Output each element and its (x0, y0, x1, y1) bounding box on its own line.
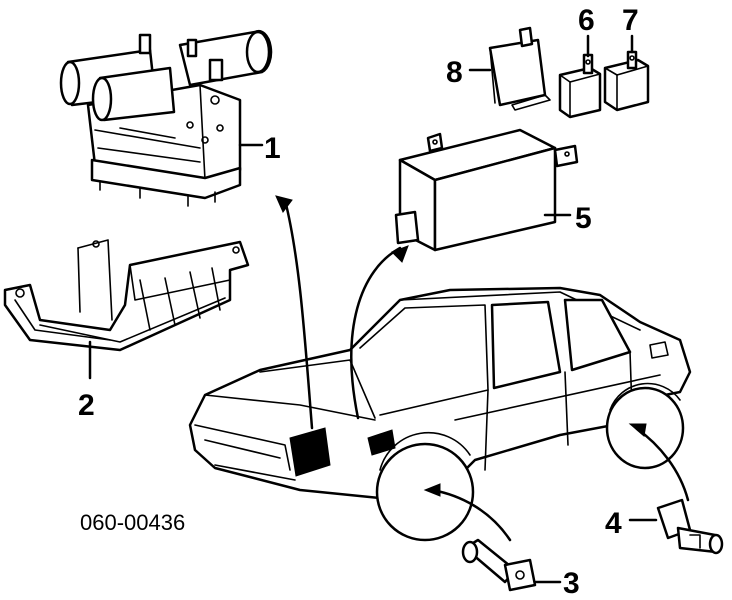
callout-7: 7 (622, 4, 639, 37)
leader-lines (88, 34, 658, 584)
abs-modulator-part[interactable] (59, 29, 273, 207)
callout-2: 2 (78, 389, 95, 422)
relay-7-part[interactable] (603, 50, 650, 112)
front-wheel-sensor-part[interactable] (461, 538, 537, 592)
abs-control-module-part[interactable] (394, 128, 579, 252)
arrow-head-module (391, 245, 409, 263)
relay-cover-part[interactable] (488, 26, 551, 111)
callout-3: 3 (563, 567, 580, 600)
callout-8: 8 (446, 56, 463, 89)
arrow-head-front-sensor (423, 483, 441, 497)
rear-wheel-sensor-part[interactable] (656, 498, 724, 555)
callout-5: 5 (575, 202, 592, 235)
callout-4: 4 (605, 507, 622, 540)
relay-6-part[interactable] (558, 53, 602, 119)
diagram-code: 060-00436 (80, 510, 185, 535)
callout-1: 1 (264, 132, 281, 165)
mounting-bracket-part[interactable] (3, 239, 250, 352)
callout-6: 6 (578, 4, 595, 37)
pointer-arrows (275, 195, 690, 542)
arrow-head-modulator (275, 195, 293, 213)
arrow-head-rear-sensor (628, 423, 647, 437)
car-body (188, 286, 692, 542)
